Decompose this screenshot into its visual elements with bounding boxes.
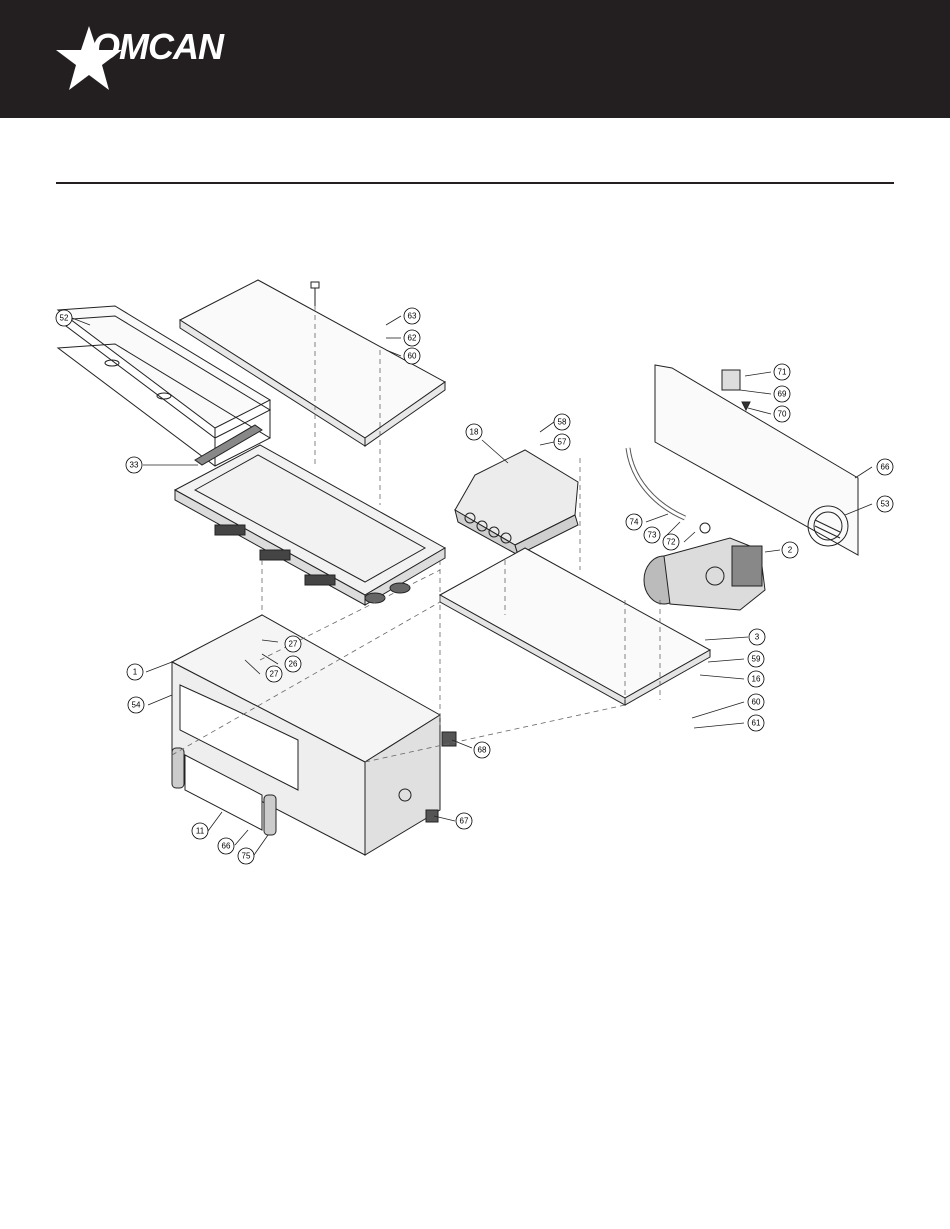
callout-1: 1 <box>127 664 143 680</box>
callout-18: 18 <box>466 424 482 440</box>
callout-label: 75 <box>242 852 251 861</box>
callout-label: 73 <box>648 531 657 540</box>
callout-60: 60 <box>404 348 420 364</box>
side-panel <box>655 365 858 555</box>
callout-label: 1 <box>133 668 138 677</box>
callout-63: 63 <box>404 308 420 324</box>
callout-61: 61 <box>748 715 764 731</box>
callout-11: 11 <box>192 823 208 839</box>
callout-label: 53 <box>881 500 890 509</box>
callout-53: 53 <box>877 496 893 512</box>
exploded-parts-diagram: 52 63 62 60 71 69 70 58 57 18 33 66 53 7… <box>0 270 950 870</box>
callout-74: 74 <box>626 514 642 530</box>
vacuum-pump <box>644 523 765 610</box>
callout-label: 3 <box>755 633 760 642</box>
callout-label: 63 <box>408 312 417 321</box>
vacuum-chamber-tray <box>175 425 445 605</box>
callout-label: 60 <box>408 352 417 361</box>
callout-label: 62 <box>408 334 417 343</box>
callout-33: 33 <box>126 457 142 473</box>
callout-label: 66 <box>222 842 231 851</box>
callout-62: 62 <box>404 330 420 346</box>
callout-label: 11 <box>196 827 205 836</box>
callout-label: 67 <box>460 817 469 826</box>
callout-66: 66 <box>877 459 893 475</box>
callout-75: 75 <box>238 848 254 864</box>
callout-52: 52 <box>56 310 72 326</box>
callout-label: 59 <box>752 655 761 664</box>
callout-69: 69 <box>774 386 790 402</box>
callout-54: 54 <box>128 697 144 713</box>
control-box <box>455 450 578 555</box>
housing-body <box>172 615 456 870</box>
callout-71: 71 <box>774 364 790 380</box>
callout-label: 18 <box>470 428 479 437</box>
header-bar: OMCAN <box>0 0 950 118</box>
callout-label: 71 <box>778 368 787 377</box>
callout-label: 61 <box>752 719 761 728</box>
callout-72: 72 <box>663 534 679 550</box>
callout-16: 16 <box>748 671 764 687</box>
callout-57: 57 <box>554 434 570 450</box>
callout-68: 68 <box>474 742 490 758</box>
callout-label: 52 <box>60 314 69 323</box>
callout-73: 73 <box>644 527 660 543</box>
callout-70: 70 <box>774 406 790 422</box>
callout-59: 59 <box>748 651 764 667</box>
callout-label: 27 <box>289 640 298 649</box>
callout-label: 74 <box>630 518 639 527</box>
callout-label: 68 <box>478 746 487 755</box>
header-divider <box>56 182 894 184</box>
callout-label: 72 <box>667 538 676 547</box>
callout-label: 69 <box>778 390 787 399</box>
callout-label: 26 <box>289 660 298 669</box>
callout-67: 67 <box>456 813 472 829</box>
callout-26: 26 <box>285 656 301 672</box>
callout-label: 60 <box>752 698 761 707</box>
callout-58: 58 <box>554 414 570 430</box>
callout-66-lower: 66 <box>218 838 234 854</box>
callout-label: 57 <box>558 438 567 447</box>
callout-27-lower: 27 <box>266 666 282 682</box>
callout-label: 33 <box>130 461 139 470</box>
callout-60-lower: 60 <box>748 694 764 710</box>
callout-2: 2 <box>782 542 798 558</box>
callout-label: 16 <box>752 675 761 684</box>
callout-label: 27 <box>270 670 279 679</box>
callout-27-upper: 27 <box>285 636 301 652</box>
callout-label: 70 <box>778 410 787 419</box>
callout-3: 3 <box>749 629 765 645</box>
callout-label: 66 <box>881 463 890 472</box>
callout-label: 58 <box>558 418 567 427</box>
brand-logo-text: OMCAN <box>92 26 223 68</box>
callout-label: 2 <box>788 546 793 555</box>
callout-label: 54 <box>132 701 141 710</box>
